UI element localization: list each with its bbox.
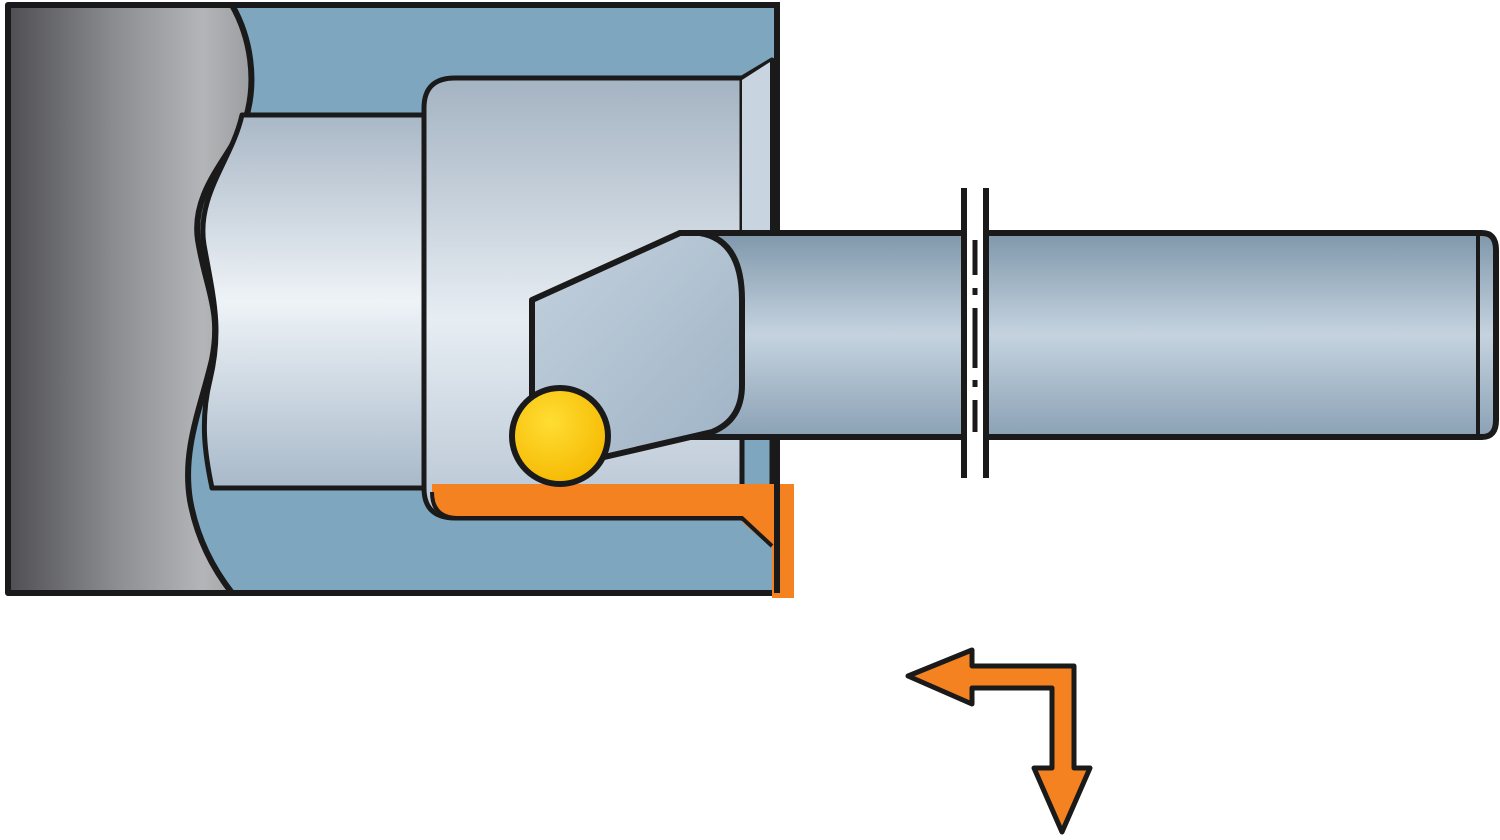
feed-arrow — [905, 647, 1093, 835]
round-insert-icon — [509, 385, 611, 487]
bore — [200, 112, 435, 491]
machined-surface-edge — [430, 491, 774, 548]
boring-bar — [677, 230, 1499, 440]
feed-direction-arrows-icon — [905, 647, 1093, 835]
machined-surface — [432, 484, 794, 598]
entry-chamfer-fill — [742, 62, 770, 232]
